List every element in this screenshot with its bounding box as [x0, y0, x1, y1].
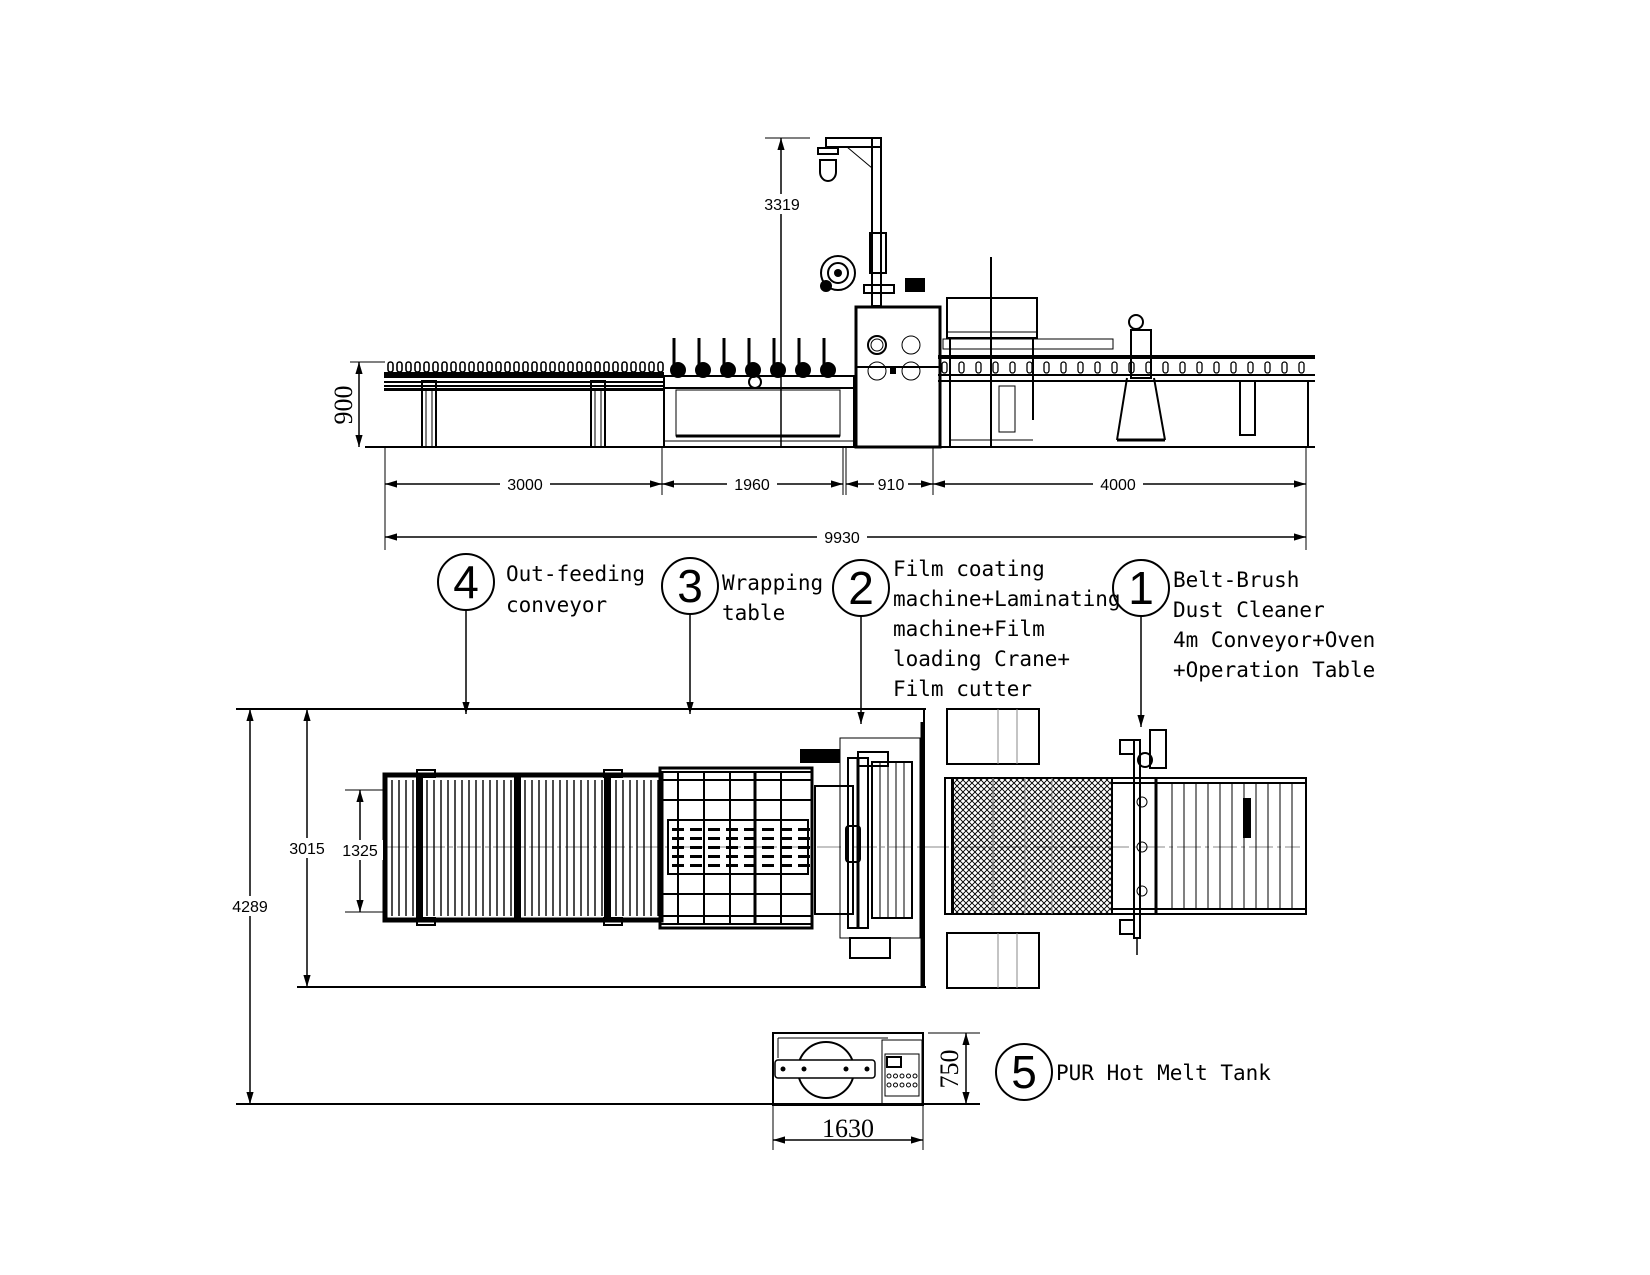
horizontal-dimensions: 3000 1960 910 4000 9930: [384, 447, 1307, 550]
callout-label: machine+Laminating: [893, 587, 1121, 611]
callout-number: 4: [453, 556, 479, 608]
callout-2: 2 Film coating machine+Laminating machin…: [832, 557, 1121, 724]
dim-tank-length: 1630: [822, 1114, 874, 1143]
wrapping-table-elevation: [663, 338, 855, 448]
callout-number: 2: [848, 562, 874, 614]
dim-crane-height: 3319: [764, 197, 800, 214]
plan-view: 4289 3015 1325 750 1630: [226, 708, 1307, 1150]
coating-machine-plan: [800, 722, 924, 987]
dim-cleaner-length: 4000: [1100, 477, 1136, 494]
operation-table-top: [946, 708, 1040, 765]
callout-5: 5 PUR Hot Melt Tank: [995, 1043, 1271, 1101]
dim-conveyor-width: 1325: [342, 843, 378, 860]
callout-label: Dust Cleaner: [1173, 598, 1325, 622]
cleaner-conveyor-elevation: [938, 257, 1315, 447]
callout-label: machine+Film: [893, 617, 1045, 641]
dim-machine-width: 3015: [289, 841, 325, 858]
callout-1: 1 Belt-Brush Dust Cleaner 4m Conveyor+Ov…: [1112, 559, 1375, 727]
pur-hot-melt-tank-plan: [772, 1032, 924, 1106]
callout-label: +Operation Table: [1173, 658, 1375, 682]
callout-3: 3 Wrapping table: [661, 557, 823, 714]
callout-label: table: [722, 601, 785, 625]
callout-label: loading Crane+: [893, 647, 1070, 671]
operation-table-bottom: [946, 932, 1040, 989]
dim-tank-depth: 750: [935, 1050, 964, 1089]
oven-mesh-plan: [944, 777, 1113, 915]
callout-label: Out-feeding: [506, 562, 645, 586]
dim-outfeed-length: 3000: [507, 477, 543, 494]
coating-machine-elevation: [817, 137, 942, 449]
wrapping-table-plan: [658, 766, 814, 930]
callout-label: conveyor: [506, 593, 607, 617]
dim-conveyor-height: 900: [329, 386, 358, 425]
outfeed-conveyor-elevation: [384, 361, 664, 448]
callout-label: Belt-Brush: [1173, 568, 1299, 592]
dim-overall-width: 4289: [232, 899, 268, 916]
dim-coating-length: 910: [878, 477, 905, 494]
callout-4: 4 Out-feeding conveyor: [437, 553, 645, 714]
callout-number: 5: [1011, 1046, 1037, 1098]
callout-label: PUR Hot Melt Tank: [1056, 1061, 1271, 1085]
dim-wrapping-length: 1960: [734, 477, 770, 494]
callout-label: Film coating: [893, 557, 1045, 581]
brush-cleaner-conveyor-plan: [1111, 729, 1307, 955]
callout-label: Film cutter: [893, 677, 1032, 701]
dim-total-length: 9930: [824, 530, 860, 547]
callout-label: Wrapping: [722, 571, 823, 595]
callout-number: 1: [1128, 562, 1154, 614]
elevation-view: 3319 900 3000 1960 910 4000: [329, 137, 1315, 550]
callout-label: 4m Conveyor+Oven: [1173, 628, 1375, 652]
callout-number: 3: [677, 560, 703, 612]
